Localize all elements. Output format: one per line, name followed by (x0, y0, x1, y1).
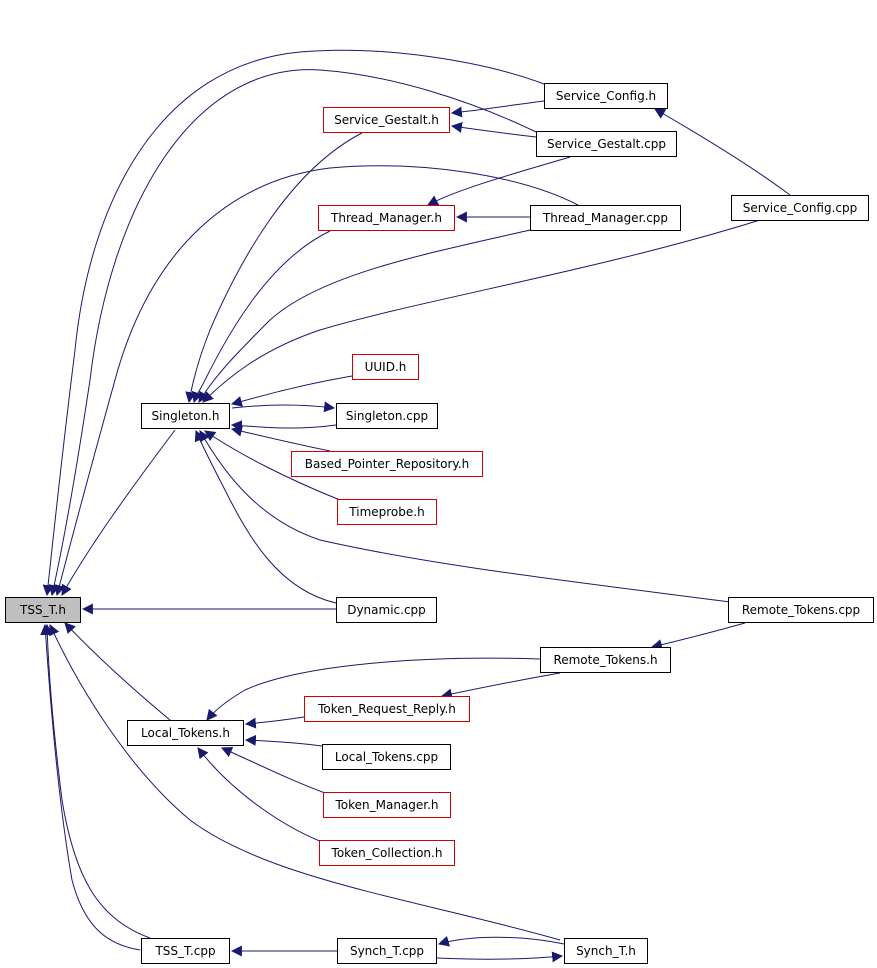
node-label: Token_Request_Reply.h (318, 702, 456, 716)
edge-synch-t-h-to-synch-t-cpp (437, 935, 565, 947)
edge-service-gestalt-cpp-to-thread-manager-h (427, 156, 571, 206)
edge-service-config-h-to-tss-t-h (42, 49, 545, 597)
edge-synch-t-h-to-tss-t-h (49, 624, 561, 941)
node-service-config-h[interactable]: Service_Config.h (544, 83, 668, 109)
edge-token-request-reply-h-to-local-tokens-h (244, 716, 305, 729)
node-service-gestalt-h[interactable]: Service_Gestalt.h (323, 107, 450, 133)
node-label: Thread_Manager.h (331, 211, 442, 225)
edge-local-tokens-cpp-to-local-tokens-h (244, 734, 323, 747)
node-dynamic-cpp[interactable]: Dynamic.cpp (336, 597, 437, 623)
node-label: Token_Collection.h (331, 846, 443, 860)
edge-singleton-cpp-to-singleton-h (230, 420, 337, 432)
node-label: Thread_Manager.cpp (542, 211, 669, 225)
node-token-manager-h[interactable]: Token_Manager.h (323, 792, 451, 818)
edge-dynamic-cpp-to-singleton-h (194, 429, 337, 604)
node-label: Service_Gestalt.h (334, 113, 439, 127)
edge-singleton-h-to-singleton-cpp (231, 401, 336, 413)
node-label: Based_Pointer_Repository.h (304, 457, 470, 471)
edge-remote-tokens-h-to-local-tokens-h (206, 657, 541, 721)
edge-remote-tokens-h-to-token-request-reply-h (440, 672, 561, 700)
edge-token-manager-h-to-local-tokens-h (220, 747, 326, 794)
edge-service-config-cpp-to-service-config-h (654, 108, 791, 196)
node-label: TSS_T.h (20, 603, 66, 617)
node-label: Dynamic.cpp (347, 603, 426, 617)
node-label: Synch_T.cpp (349, 944, 425, 958)
edge-service-gestalt-h-to-singleton-h (185, 132, 363, 404)
edge-service-gestalt-cpp-to-tss-t-h (48, 69, 537, 597)
node-synch-t-cpp[interactable]: Synch_T.cpp (337, 938, 437, 964)
edge-synch-t-cpp-to-synch-t-h (436, 951, 564, 963)
node-label: Singleton.h (151, 409, 220, 423)
node-label: Synch_T.h (576, 944, 636, 958)
edge-thread-manager-cpp-to-singleton-h (198, 229, 531, 403)
edge-synch-t-cpp-to-tss-t-h (40, 623, 141, 951)
node-thread-manager-cpp[interactable]: Thread_Manager.cpp (530, 205, 681, 231)
node-label: UUID.h (364, 360, 407, 374)
edge-singleton-h-to-tss-t-h (61, 429, 176, 596)
edge-thread-manager-h-to-singleton-h (191, 230, 331, 404)
node-synch-t-h[interactable]: Synch_T.h (564, 938, 648, 964)
node-label: Service_Config.h (555, 89, 657, 103)
node-singleton-h[interactable]: Singleton.h (141, 403, 230, 429)
edge-remote-tokens-cpp-to-remote-tokens-h (650, 622, 746, 651)
node-based-pointer-repository-h[interactable]: Based_Pointer_Repository.h (291, 451, 483, 477)
node-token-request-reply-h[interactable]: Token_Request_Reply.h (304, 696, 470, 722)
node-token-collection-h[interactable]: Token_Collection.h (319, 840, 455, 866)
node-label: Service_Gestalt.cpp (546, 137, 667, 151)
edge-uuid-h-to-singleton-h (230, 375, 353, 407)
node-service-gestalt-cpp[interactable]: Service_Gestalt.cpp (536, 131, 677, 157)
node-label: Singleton.cpp (345, 409, 429, 423)
node-timeprobe-h[interactable]: Timeprobe.h (337, 499, 437, 525)
node-singleton-cpp[interactable]: Singleton.cpp (336, 403, 438, 429)
node-label: Remote_Tokens.h (553, 653, 658, 667)
node-label: Token_Manager.h (335, 798, 439, 812)
edges-layer (40, 49, 791, 963)
edge-remote-tokens-cpp-to-singleton-h (199, 430, 731, 603)
edge-service-config-cpp-to-singleton-h (202, 219, 761, 403)
edge-service-gestalt-cpp-to-service-gestalt-h (450, 121, 537, 138)
node-label: Remote_Tokens.cpp (741, 603, 861, 617)
edge-thread-manager-cpp-to-tss-t-h (54, 165, 579, 597)
edge-service-config-h-to-service-gestalt-h (450, 100, 545, 118)
edge-tss-t-cpp-to-tss-t-h (41, 623, 151, 939)
node-tss-t-h: TSS_T.h (5, 597, 81, 623)
node-thread-manager-h[interactable]: Thread_Manager.h (318, 205, 455, 231)
node-label: Local_Tokens.h (141, 726, 230, 740)
edge-based-pointer-repository-h-to-singleton-h (230, 425, 331, 452)
node-local-tokens-h[interactable]: Local_Tokens.h (127, 720, 244, 746)
edge-token-collection-h-to-local-tokens-h (197, 747, 323, 843)
node-label: Timeprobe.h (349, 505, 425, 519)
node-service-config-cpp[interactable]: Service_Config.cpp (731, 195, 869, 221)
node-local-tokens-cpp[interactable]: Local_Tokens.cpp (322, 744, 451, 770)
node-remote-tokens-cpp[interactable]: Remote_Tokens.cpp (728, 597, 874, 623)
node-label: Local_Tokens.cpp (334, 750, 439, 764)
node-uuid-h[interactable]: UUID.h (352, 354, 419, 380)
edge-timeprobe-h-to-singleton-h (204, 430, 341, 501)
node-tss-t-cpp[interactable]: TSS_T.cpp (141, 938, 230, 964)
node-remote-tokens-h[interactable]: Remote_Tokens.h (540, 647, 671, 673)
node-label: Service_Config.cpp (742, 201, 858, 215)
edge-local-tokens-h-to-tss-t-h (64, 622, 171, 721)
node-label: TSS_T.cpp (155, 944, 216, 958)
